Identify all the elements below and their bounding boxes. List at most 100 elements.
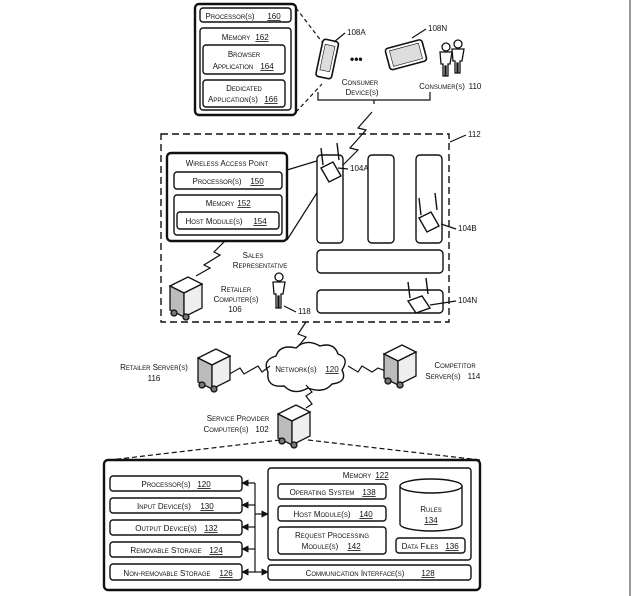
retailer-computer-icon — [168, 276, 204, 321]
req-line1: Request Processing — [295, 531, 369, 540]
spc-host-ref: 140 — [359, 510, 373, 519]
retailer-server-icon — [196, 348, 232, 393]
wap-host-label: Host Module(s) — [186, 217, 243, 226]
spc-input-label: Input Device(s) — [137, 502, 191, 511]
network-ref: 120 — [325, 365, 339, 374]
consumer-devices-line1: Consumer — [342, 78, 379, 87]
rules-ref: 134 — [424, 516, 438, 525]
spc-host-label: Host Module(s) — [294, 510, 351, 519]
consumers-ref: 110 — [469, 82, 482, 91]
wap-memory-label: Memory — [206, 199, 235, 208]
competitor-line1: Competitor — [434, 361, 476, 370]
retailer-server-ref: 116 — [148, 374, 161, 383]
wap-memory-ref: 152 — [237, 199, 251, 208]
spc-output-label: Output Device(s) — [135, 524, 197, 533]
retailer-computer-line2: Computer(s) — [213, 295, 258, 304]
spc-processor-ref: 120 — [197, 480, 211, 489]
retail-store-boundary — [160, 133, 450, 323]
spc-output-ref: 132 — [204, 524, 218, 533]
comm-label: Communication Interface(s) — [306, 569, 405, 578]
sales-line1: Sales — [243, 251, 264, 260]
wap-processor-label: Processor(s) — [192, 177, 241, 186]
device-processor-ref: 160 — [267, 12, 281, 21]
ap-a-ref: 104A — [350, 164, 369, 173]
browser-application-box — [202, 44, 286, 75]
service-provider-link-icon — [305, 384, 313, 409]
spc-memory-label: Memory — [343, 471, 372, 480]
service-provider-box: Processor(s) 120 Input Device(s) 130 Out… — [102, 458, 482, 592]
wireless-link-icon — [339, 111, 373, 169]
spc-memory-ref: 122 — [375, 471, 389, 480]
ap-b-ref: 104B — [458, 224, 477, 233]
device-processor-box — [199, 7, 292, 23]
device-a-ref: 108A — [347, 28, 366, 37]
spc-line2: Computer(s) — [203, 425, 248, 434]
spc-processor-label: Processor(s) — [141, 480, 190, 489]
sales-ref: 118 — [298, 307, 311, 316]
spc-nonremovable-ref: 126 — [219, 569, 233, 578]
store-ref: 112 — [468, 130, 481, 139]
wireless-access-point-box: Wireless Access Point Processor(s) 150 M… — [165, 151, 289, 243]
data-files-label: Data Files — [402, 542, 439, 551]
dedicated-line1: Dedicated — [226, 84, 262, 93]
ap-n-ref: 104N — [458, 296, 477, 305]
access-point-a-icon — [320, 142, 342, 183]
req-ref: 142 — [347, 542, 361, 551]
device-memory-ref: 162 — [255, 33, 269, 42]
rules-database-icon — [399, 478, 463, 532]
browser-line2: Application — [213, 62, 254, 71]
competitor-line2: Server(s) — [425, 372, 461, 381]
retailer-server-label: Retailer Server(s) — [120, 363, 188, 372]
os-box — [277, 483, 387, 500]
sales-representative-icon — [272, 272, 286, 309]
shelf-2 — [367, 154, 395, 244]
spc-removable-ref: 124 — [209, 546, 223, 555]
consumer-device-box: Processor(s) 160 Memory 162 Browser Appl… — [193, 2, 298, 117]
device-n-ref: 108N — [428, 24, 447, 33]
comm-ref: 128 — [421, 569, 435, 578]
access-point-n-icon — [406, 277, 432, 314]
dedicated-ref: 166 — [264, 95, 278, 104]
dedicated-application-box — [202, 79, 286, 108]
os-label: Operating System — [290, 488, 355, 497]
phone-icon — [315, 38, 340, 80]
consumers-label: Consumer(s) — [419, 82, 465, 91]
spc-nonremovable-label: Non-removable Storage — [123, 569, 210, 578]
tablet-icon — [384, 39, 428, 71]
spc-input-ref: 130 — [200, 502, 214, 511]
network-cloud-icon — [265, 341, 346, 393]
consumer-devices-line2: Device(s) — [345, 88, 378, 97]
spc-host-module-box — [277, 505, 387, 522]
service-provider-computer-icon — [276, 404, 312, 449]
spc-line1: Service Provider — [207, 414, 270, 423]
req-line2: Module(s) — [302, 542, 339, 551]
retailer-wireless-link-icon — [195, 239, 227, 277]
retailer-computer-ref: 106 — [228, 305, 242, 314]
wap-host-module-box — [176, 211, 280, 230]
network-label: Network(s) — [275, 365, 317, 374]
dedicated-line2: Application(s) — [208, 95, 258, 104]
device-processor-label: Processor(s) — [205, 12, 254, 21]
ellipsis-icon: ••• — [350, 52, 363, 66]
rules-label: Rules — [420, 505, 441, 514]
os-ref: 138 — [362, 488, 376, 497]
wap-processor-ref: 150 — [250, 177, 264, 186]
competitor-server-icon — [382, 344, 418, 389]
data-files-ref: 136 — [445, 542, 459, 551]
competitor-ref: 114 — [468, 372, 481, 381]
access-point-b-icon — [418, 192, 440, 233]
sales-line2: Representative — [233, 261, 288, 270]
wap-title: Wireless Access Point — [186, 159, 269, 168]
retailer-computer-line1: Retailer — [221, 285, 252, 294]
consumers-icon — [439, 39, 465, 77]
wap-processor-box — [173, 171, 283, 190]
spc-ref: 102 — [255, 425, 269, 434]
retailer-server-link-icon — [225, 365, 271, 377]
spc-removable-label: Removable Storage — [130, 546, 201, 555]
request-processing-box — [277, 526, 387, 555]
competitor-server-link-icon — [347, 365, 389, 373]
browser-ref: 164 — [260, 62, 274, 71]
browser-line1: Browser — [228, 50, 261, 59]
data-files-box — [395, 537, 466, 554]
